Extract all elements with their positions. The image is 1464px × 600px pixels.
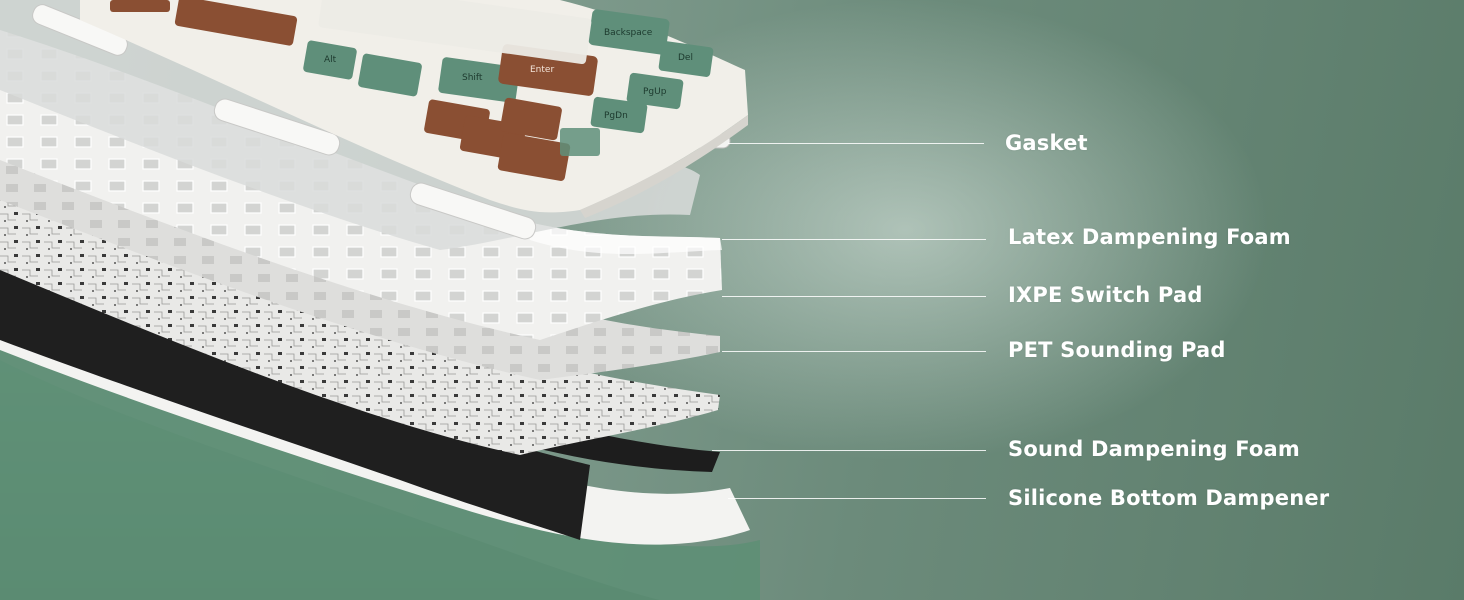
alt-key-label: Alt xyxy=(324,55,337,65)
gasket-label: Gasket xyxy=(1005,133,1088,154)
sound-dampening-foam-label: Sound Dampening Foam xyxy=(1008,439,1300,460)
shift-key-label: Shift xyxy=(462,73,483,83)
latex-foam-leader-line xyxy=(722,239,986,240)
silicone-leader-line xyxy=(728,498,986,499)
pgup-key-label: PgUp xyxy=(643,87,667,97)
silicone-bottom-dampener-label: Silicone Bottom Dampener xyxy=(1008,488,1329,509)
del-key-label: Del xyxy=(678,53,693,63)
latex-dampening-foam-label: Latex Dampening Foam xyxy=(1008,227,1291,248)
ixpe-leader-line xyxy=(722,296,986,297)
gasket-leader-line xyxy=(728,143,984,144)
backspace-key-label: Backspace xyxy=(604,28,653,38)
enter-key-label: Enter xyxy=(530,65,554,75)
ixpe-switch-pad-label: IXPE Switch Pad xyxy=(1008,285,1203,306)
pet-leader-line xyxy=(722,351,986,352)
pgdn-key-label: PgDn xyxy=(604,111,628,121)
pet-sounding-pad-label: PET Sounding Pad xyxy=(1008,340,1226,361)
sound-foam-leader-line xyxy=(712,450,986,451)
